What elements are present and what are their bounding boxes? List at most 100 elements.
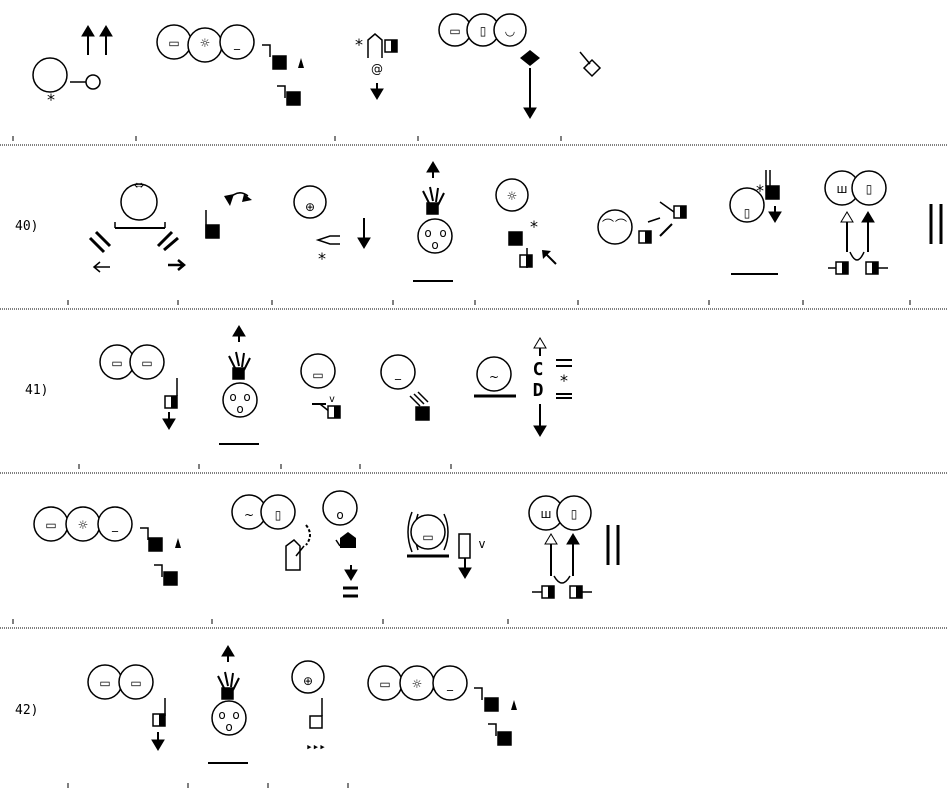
hand-fingers-icon	[217, 671, 240, 691]
contact-arc-icon	[553, 575, 571, 584]
head-circle-icon	[300, 353, 336, 389]
face-mark-icon: o	[232, 708, 239, 722]
arrow-up-icon	[840, 211, 854, 223]
face-mark-icon: ▯	[571, 507, 578, 521]
face-mark-icon: ⇔	[134, 178, 144, 192]
arrow-tip-icon	[175, 538, 181, 548]
face-mark-icon: ▭	[141, 356, 152, 370]
arrow-down-icon	[458, 567, 472, 579]
stroke-line	[647, 217, 661, 223]
movement-hook-icon	[262, 44, 271, 57]
face-mark-icon: ▭	[130, 676, 141, 690]
face-mark-icon: ▯	[480, 24, 487, 38]
hand-half-fill-icon	[645, 231, 651, 243]
hand-square-icon	[148, 537, 163, 552]
arrow-right-icon	[168, 259, 186, 271]
arrow-up-icon	[533, 337, 547, 349]
head-circle-icon	[211, 700, 247, 736]
face-mark-icon: _	[394, 366, 402, 380]
face-mark-icon: ⌒	[602, 218, 614, 232]
movement-hook-icon	[277, 85, 286, 98]
arrow-down-icon	[357, 237, 371, 249]
face-mark-icon: ⊕	[303, 674, 313, 688]
arrow-tip-icon	[542, 250, 551, 259]
arrow-down-icon	[344, 569, 358, 581]
hand-square-icon	[221, 687, 234, 700]
face-mark-icon: ▭	[312, 368, 323, 382]
arrow-left-icon	[92, 261, 110, 273]
head-circle-icon	[729, 187, 765, 223]
face-mark-icon: ☼	[412, 677, 423, 691]
hand-diamond-icon	[520, 50, 540, 66]
contact-arc-icon	[849, 251, 865, 261]
head-circle-icon	[597, 209, 633, 245]
hand-flat-icon	[285, 539, 301, 571]
hand-square-icon	[426, 202, 439, 215]
hand-square-icon	[272, 55, 287, 70]
movement-dotted-icon: ▸▸▸	[306, 740, 326, 753]
face-mark-icon: o	[431, 238, 438, 252]
face-mark-icon: o	[236, 402, 243, 416]
arrow-up-icon	[232, 325, 246, 337]
hand-right-icon	[156, 230, 179, 252]
row-label-42: 42)	[15, 703, 39, 718]
arrow-up-icon	[426, 161, 440, 173]
hand-square-icon	[508, 231, 523, 246]
arrow-up-icon	[566, 533, 580, 545]
star-contact-icon: *	[318, 249, 326, 268]
dotted-arc-icon	[305, 524, 311, 546]
face-mark-icon: ▯	[275, 508, 282, 522]
row-label-40: 40)	[15, 219, 39, 234]
face-mark-icon: ▭	[379, 677, 390, 691]
head-circle-icon	[851, 170, 887, 206]
head-circle-icon	[291, 660, 325, 694]
arrow-down-small-icon: v	[329, 394, 335, 405]
hand-fingers-icon	[228, 351, 251, 371]
stroke-line	[659, 223, 673, 237]
row-label-41: 41)	[25, 383, 49, 398]
face-mark-icon: ▭	[45, 518, 56, 532]
arrow-up-icon	[861, 211, 875, 223]
face-mark-icon: ▭	[111, 356, 122, 370]
arrow-down-icon	[151, 739, 165, 751]
head-circle-icon	[380, 354, 416, 390]
head-circle-icon	[85, 74, 101, 90]
face-mark-icon: ш	[837, 182, 848, 196]
hand-half-fill-icon	[159, 714, 165, 726]
hand-c-icon: C	[533, 359, 544, 380]
arrow-up-icon	[544, 533, 558, 545]
face-mark-icon: ш	[541, 507, 552, 521]
arrow-down-icon	[533, 425, 547, 437]
face-mark-icon: o	[225, 720, 232, 734]
face-mark-icon: o	[439, 226, 446, 240]
stroke-line	[579, 51, 591, 65]
head-circle-icon	[432, 665, 468, 701]
face-mark-icon: ☼	[78, 518, 89, 532]
movement-hook-icon	[154, 564, 163, 577]
hand-half-fill-icon	[842, 262, 848, 274]
face-mark-icon: _	[446, 677, 454, 691]
star-contact-icon: *	[47, 90, 55, 109]
head-circle-icon	[556, 495, 592, 531]
face-mark-icon: ~	[489, 370, 499, 384]
face-mark-icon: o	[424, 226, 431, 240]
arrow-up-icon	[221, 645, 235, 657]
face-mark-icon: ▯	[866, 182, 873, 196]
hand-half-fill-icon	[680, 206, 686, 218]
arrow-tip-icon	[242, 194, 252, 202]
head-circle-icon	[219, 24, 255, 60]
stroke-line	[659, 201, 675, 213]
hand-fingers-icon	[422, 186, 445, 206]
movement-hook-icon	[140, 527, 149, 540]
face-mark-icon: _	[233, 36, 241, 50]
hand-square-icon	[205, 224, 220, 239]
hand-diamond-outline-icon	[582, 58, 602, 78]
hand-square-icon	[232, 367, 245, 380]
hand-half-fill-icon	[526, 255, 532, 267]
hand-square-icon	[765, 185, 780, 200]
head-circle-icon	[493, 13, 527, 47]
star-contact-icon: *	[355, 35, 363, 54]
face-mark-icon: ▯	[744, 206, 751, 220]
